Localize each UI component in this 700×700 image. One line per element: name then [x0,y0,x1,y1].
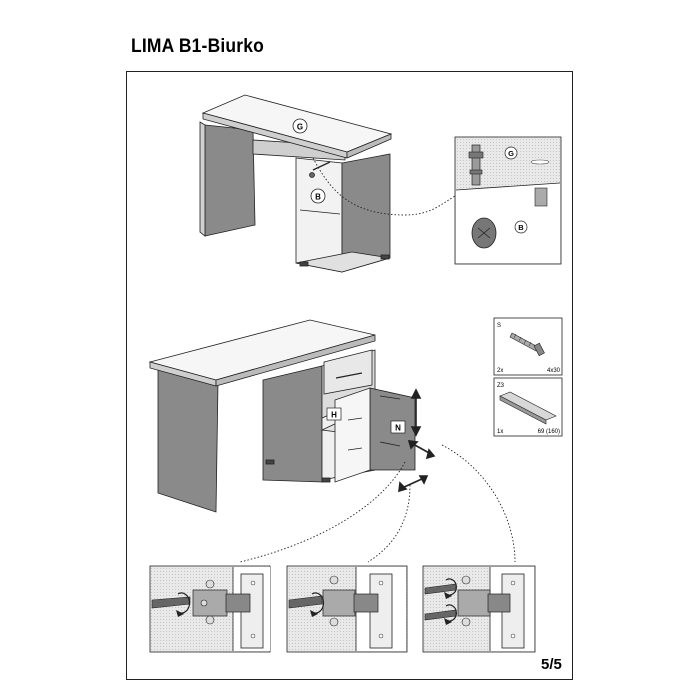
callout-lines-2 [239,444,516,563]
label-side-b: B [315,193,321,202]
part-code-s: S [497,323,501,329]
label-height-n: N [395,424,401,433]
detail-label-g: G [508,149,514,158]
screw-icon [509,332,545,357]
page-number: 5/5 [541,656,562,673]
desk-step2 [148,319,416,513]
adjust-arrows [398,388,436,493]
detail-label-b: B [518,223,524,232]
label-top-g: G [297,123,303,132]
label-door-h: H [331,411,337,420]
hinge-detail-1 [149,565,271,653]
page-title: LIMA B1-Biurko [131,36,265,57]
part-qty-z3: 1x [497,429,503,435]
part-qty-s: 2x [497,368,503,374]
desk-step1 [199,94,393,273]
part-size-s: 4x30 [547,368,561,374]
instruction-frame [126,71,573,680]
handle-icon [499,391,557,425]
connector-detail [454,136,562,265]
parts-list: S 2x 4x30 Z3 1x 69 (160) [493,317,563,437]
hinge-detail-3 [422,565,536,653]
part-size-z3: 69 (160) [538,429,560,435]
part-code-z3: Z3 [497,383,505,389]
hinge-detail-2 [286,565,408,653]
callout-line-1 [312,157,456,216]
